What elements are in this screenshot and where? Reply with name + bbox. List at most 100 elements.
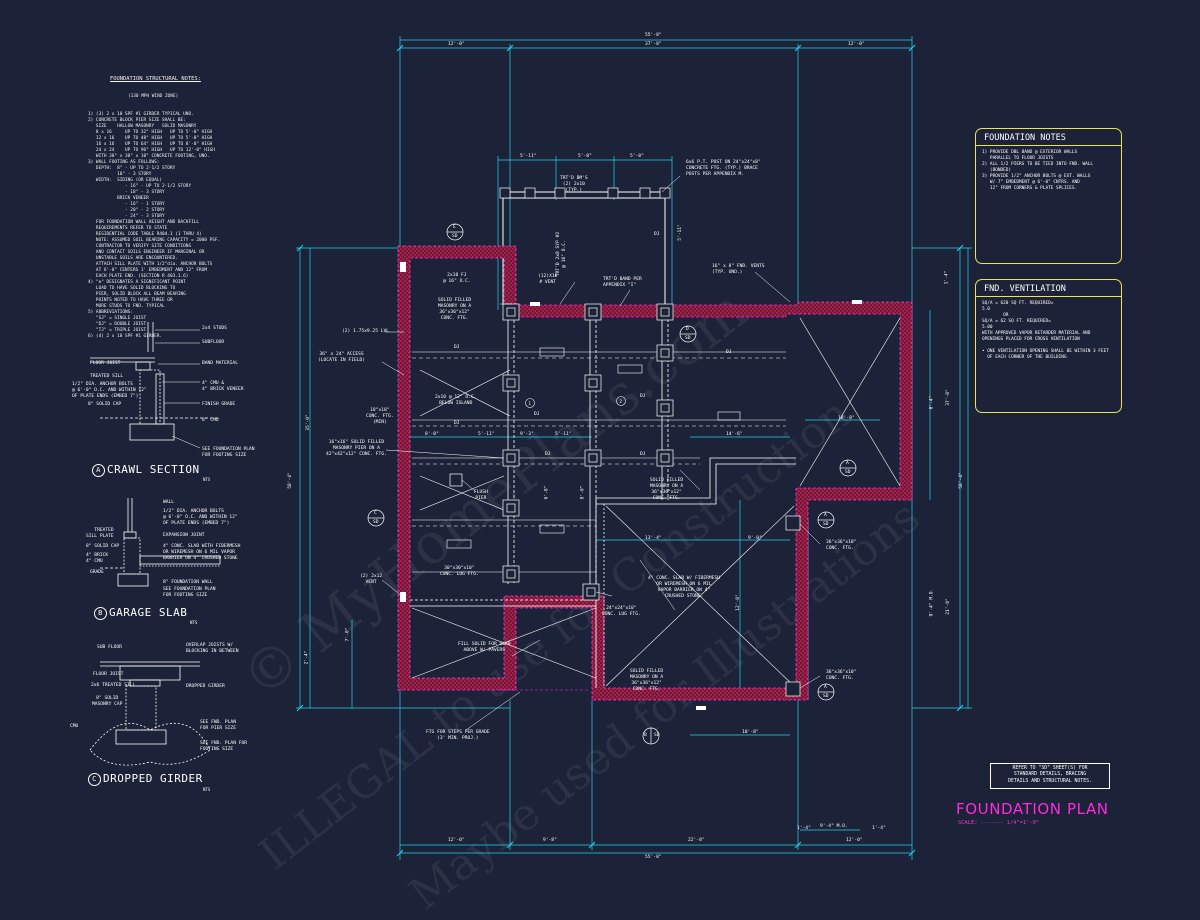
slab-label-cap: 8" SOLID CAP bbox=[86, 544, 120, 549]
slab-label-sill: TREATED SILL PLATE bbox=[86, 528, 114, 539]
dim-int-e: 13'-4" bbox=[645, 536, 662, 541]
dim-int-f: 9'-0" bbox=[748, 536, 762, 541]
girder-label-sill: 2x6 TREATED SILL bbox=[91, 683, 136, 688]
dim-top-mid: 37'-8" bbox=[645, 42, 662, 47]
dim-bot-a: 12'-0" bbox=[448, 838, 465, 843]
dim-porch-a: 5'-11" bbox=[520, 154, 537, 159]
dim-int-c: 5'-11" bbox=[555, 432, 572, 437]
dim-right-d: 8'-4" bbox=[929, 395, 935, 410]
callout-post: 6x6 P.T. POST ON 24"x24"x8" CONCRETE FTG… bbox=[686, 160, 761, 177]
foundation-notes-body: 1) PROVIDE DBL BAND @ EXTERIOR WALLS PAR… bbox=[982, 150, 1094, 191]
girder-label-footing: SEE FND. PLAN FOR FOOTING SIZE bbox=[200, 741, 248, 752]
slab-label-brick: 4" BRICK 4" CMU bbox=[86, 553, 109, 564]
label-dj-4: DJ bbox=[534, 412, 540, 417]
label-dj-7: DJ bbox=[640, 452, 646, 457]
structural-notes: FOUNDATION STRUCTURAL NOTES: (130 MPH WI… bbox=[88, 64, 248, 346]
callout-steps: FTG FOR STEPS PER GRADE (3' MIN. PROJ.) bbox=[426, 730, 490, 741]
girder-label-overlap: OVERLAP JOISTS W/ BLOCKING IN BETWEEN bbox=[186, 643, 239, 654]
fnd-ventilation-title: FND. VENTILATION bbox=[976, 280, 1121, 297]
label-dj-3: DJ bbox=[454, 421, 460, 426]
callout-solid-filled-2: SOLID FILLED MASONRY ON A 36"x36"x12" CO… bbox=[650, 478, 684, 501]
detail-b-title: GARAGE SLAB bbox=[109, 606, 188, 619]
callout-trtd-joist: TRT'D 2x8 SYP #2 @ 16" O.C. bbox=[556, 231, 568, 277]
girder-label-joist: FLOOR JOIST bbox=[93, 672, 124, 677]
callout-access: 36" x 24" ACCESS (LOCATE IN FIELD) bbox=[318, 352, 366, 363]
dim-porch-b: 5'-8" bbox=[578, 154, 592, 159]
crawl-label-cmu: 8" CMU bbox=[202, 418, 219, 423]
dim-int-i: 10'-8" bbox=[742, 730, 759, 735]
dim-right-b: 1'-4" bbox=[944, 270, 950, 285]
detail-b-letter: B bbox=[94, 606, 107, 620]
girder-label-dropped: DROPPED GIRDER bbox=[186, 684, 225, 689]
dim-int-j: 9'-3" bbox=[520, 432, 534, 437]
dim-int-k: 6'-8" bbox=[544, 485, 550, 500]
dimension-lines bbox=[296, 36, 972, 860]
refer-sd-note: REFER TO "SD" SHEET(S) FOR STANDARD DETA… bbox=[990, 763, 1110, 789]
label-dj-2: DJ bbox=[726, 350, 732, 355]
leaders bbox=[381, 175, 821, 731]
dim-right-overall: 58'-4" bbox=[958, 472, 964, 489]
dim-top-overall: 55'-8" bbox=[645, 33, 662, 38]
fnd-ventilation-body: SQ/A = 620 SQ FT. REQUIRED= 5.0 OR SQ/A … bbox=[982, 301, 1109, 360]
detail-c-title: DROPPED GIRDER bbox=[103, 772, 203, 785]
crawl-label-subfloor: SUBFLOOR bbox=[202, 340, 225, 345]
label-dj-6: DJ bbox=[640, 394, 646, 399]
structural-notes-body: 1) (3) 2 x 10 SPF #1 GIRDER TYPICAL UNO.… bbox=[88, 112, 221, 339]
foundation-notes-title: FOUNDATION NOTES bbox=[976, 129, 1121, 146]
dim-int-b: 5'-11" bbox=[478, 432, 495, 437]
dim-porch-d: 5'-11" bbox=[677, 224, 683, 241]
structural-notes-subtitle: (130 MPH WIND ZONE) bbox=[128, 94, 179, 99]
crawl-label-studs: 2x4 STUDS bbox=[202, 326, 227, 331]
detail-a-letter: A bbox=[92, 463, 105, 477]
crawl-label-veneer: 4" CMU & 4" BRICK VENEER bbox=[202, 381, 244, 392]
section-mark-a2-letter: A bbox=[824, 513, 827, 518]
dim-left-a: 35'-0" bbox=[305, 414, 311, 431]
callout-trtd-top: TRT'D BM'S (2) 2x10 (TYP.) bbox=[560, 176, 588, 193]
callout-lvl: (2) 1.75x9.25 LVL bbox=[342, 329, 390, 334]
slab-label-wall: WALL bbox=[163, 500, 175, 505]
crawl-label-anchor: 1/2" DIA. ANCHOR BOLTS @ 6'-0" O.C. AND … bbox=[72, 382, 147, 399]
callout-solid-filled-1: SOLID FILLED MASONRY ON A 36"x36"x12" CO… bbox=[438, 298, 472, 321]
crawl-label-band: BAND MATERIAL bbox=[202, 361, 238, 366]
callout-lug-30: 30"x30"x10" CONC. LUG FTG. bbox=[440, 566, 479, 577]
plan-title: FOUNDATION PLAN bbox=[956, 800, 1109, 818]
dim-left-overall: 58'-4" bbox=[287, 472, 293, 489]
slab-diagonals bbox=[411, 317, 901, 687]
callout-slab: 4" CONC. SLAB W/ FIBERMESH OR WIREMESH O… bbox=[648, 576, 720, 599]
callout-ftg-18: 18"x18" CONC. FTG. (MIN) bbox=[366, 408, 394, 425]
dim-bot-b: 9'-8" bbox=[543, 838, 557, 843]
section-mark-b-letter: B bbox=[644, 733, 647, 738]
label-dj-8: DJ bbox=[654, 232, 660, 237]
callout-fnd-vents: 16" x 8" FND. VENTS (TYP. UNO.) bbox=[712, 264, 765, 275]
callout-lug-24: 24"x24"x10" CONC. LUG FTG. bbox=[602, 606, 641, 617]
crawl-label-joist: FLOOR JOIST bbox=[90, 361, 121, 366]
crawl-label-grade: FINISH GRADE bbox=[202, 402, 236, 407]
section-mark-b-sd: SD bbox=[654, 733, 660, 738]
dim-bot-mo: 9'-4" M.O. bbox=[820, 824, 848, 829]
detail-crawl-section bbox=[90, 322, 220, 449]
section-markers bbox=[367, 223, 857, 745]
dim-left-b: 7'-0" bbox=[345, 627, 351, 642]
joist-tags bbox=[446, 347, 741, 549]
crawl-label-cap: 8" SOLID CAP bbox=[88, 402, 122, 407]
callout-trtd-band: TRT'D BAND PER APPENDIX "I" bbox=[603, 277, 642, 288]
piers bbox=[449, 187, 801, 697]
detail-a-nts: NTS bbox=[203, 477, 211, 482]
slab-label-joint: EXPANSION JOINT bbox=[163, 533, 205, 538]
dimension-ticks bbox=[296, 44, 964, 857]
dim-bot-c: 22'-8" bbox=[688, 838, 705, 843]
plan-scale: SCALE: ------- 1/4"=1'-0" bbox=[958, 820, 1040, 826]
callout-flush: FLUSH PIER bbox=[474, 490, 488, 501]
callout-fill-slab: FILL SOLID FOR SLAB ABOVE W/ PAVERS bbox=[458, 642, 511, 653]
dim-top-right: 12'-0" bbox=[848, 42, 865, 47]
dim-int-g: 18'-8" bbox=[838, 416, 855, 421]
dim-int-d: 14'-6" bbox=[726, 432, 743, 437]
slab-label-fndwall: 8" FOUNDATION WALL bbox=[163, 580, 213, 585]
detail-c-nts: NTS bbox=[203, 787, 211, 792]
vents bbox=[400, 262, 862, 710]
dim-right-a: 37'-8" bbox=[945, 389, 951, 406]
detail-garage-slab bbox=[100, 498, 221, 587]
callout-ftg-36-r: 36"x36"x10" CONC. FTG. bbox=[826, 540, 857, 551]
girder-label-cmu: CMU bbox=[70, 724, 79, 729]
